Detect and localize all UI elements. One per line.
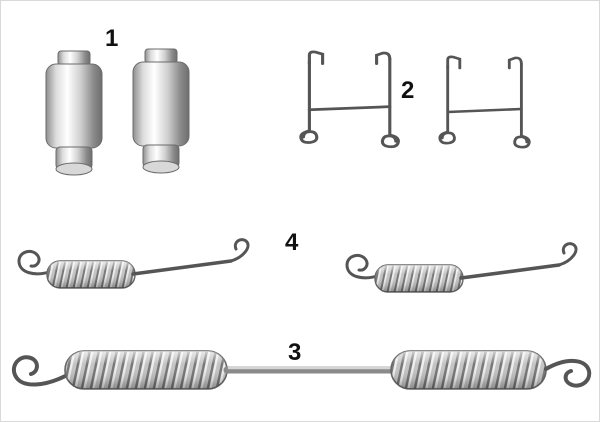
return-spring-left bbox=[17, 237, 250, 290]
clip-left bbox=[299, 50, 400, 149]
callout-label-3: 3 bbox=[288, 339, 302, 366]
pin-left bbox=[45, 50, 103, 176]
callout-label-2: 2 bbox=[401, 77, 415, 104]
callout-label-1: 1 bbox=[105, 25, 119, 52]
clip-right bbox=[438, 55, 531, 149]
main-spring bbox=[11, 350, 592, 390]
return-spring-right bbox=[345, 241, 578, 294]
callout-label-4: 4 bbox=[285, 229, 299, 256]
pin-right bbox=[132, 48, 190, 174]
pin-pair-group bbox=[45, 48, 190, 176]
clip-pair-group bbox=[299, 50, 531, 149]
